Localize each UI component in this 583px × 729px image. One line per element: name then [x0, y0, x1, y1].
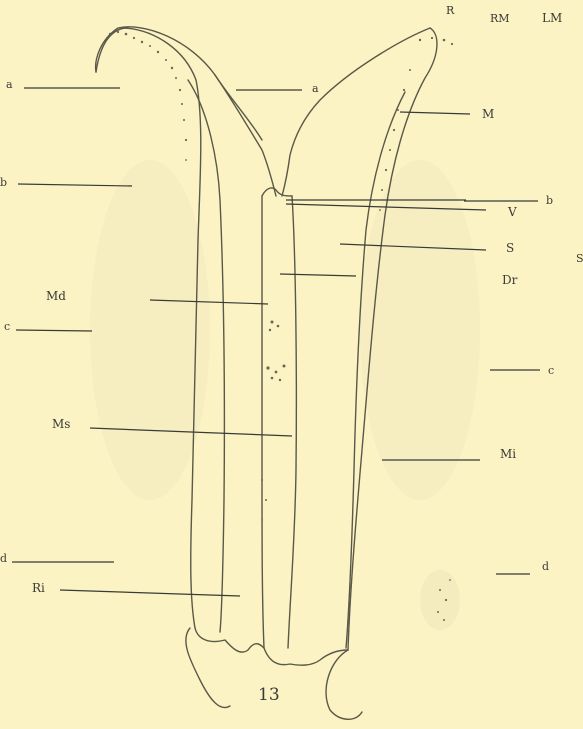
label-R: R — [446, 4, 455, 17]
label-M: M — [482, 107, 494, 121]
label-V: V — [507, 205, 517, 219]
label-b-left: b — [0, 176, 7, 189]
label-Mi: Mi — [500, 447, 516, 461]
figure-number: 13 — [258, 685, 280, 705]
label-S: S — [506, 241, 514, 255]
label-c-left: c — [4, 320, 10, 333]
label-Ms: Ms — [52, 417, 70, 431]
label-d-left: d — [0, 552, 7, 565]
label-Dr: Dr — [502, 273, 518, 287]
label-b-right: b — [546, 194, 553, 207]
label-a-mid: a — [312, 82, 319, 95]
label-S-edge: S — [576, 252, 583, 265]
label-LM: LM — [542, 11, 562, 25]
label-c-right: c — [548, 364, 554, 377]
label-RM: RM — [490, 12, 510, 25]
label-a-left: a — [6, 78, 13, 91]
label-Ri: Ri — [32, 581, 45, 595]
label-Md: Md — [46, 289, 66, 303]
label-d-right: d — [542, 560, 549, 573]
